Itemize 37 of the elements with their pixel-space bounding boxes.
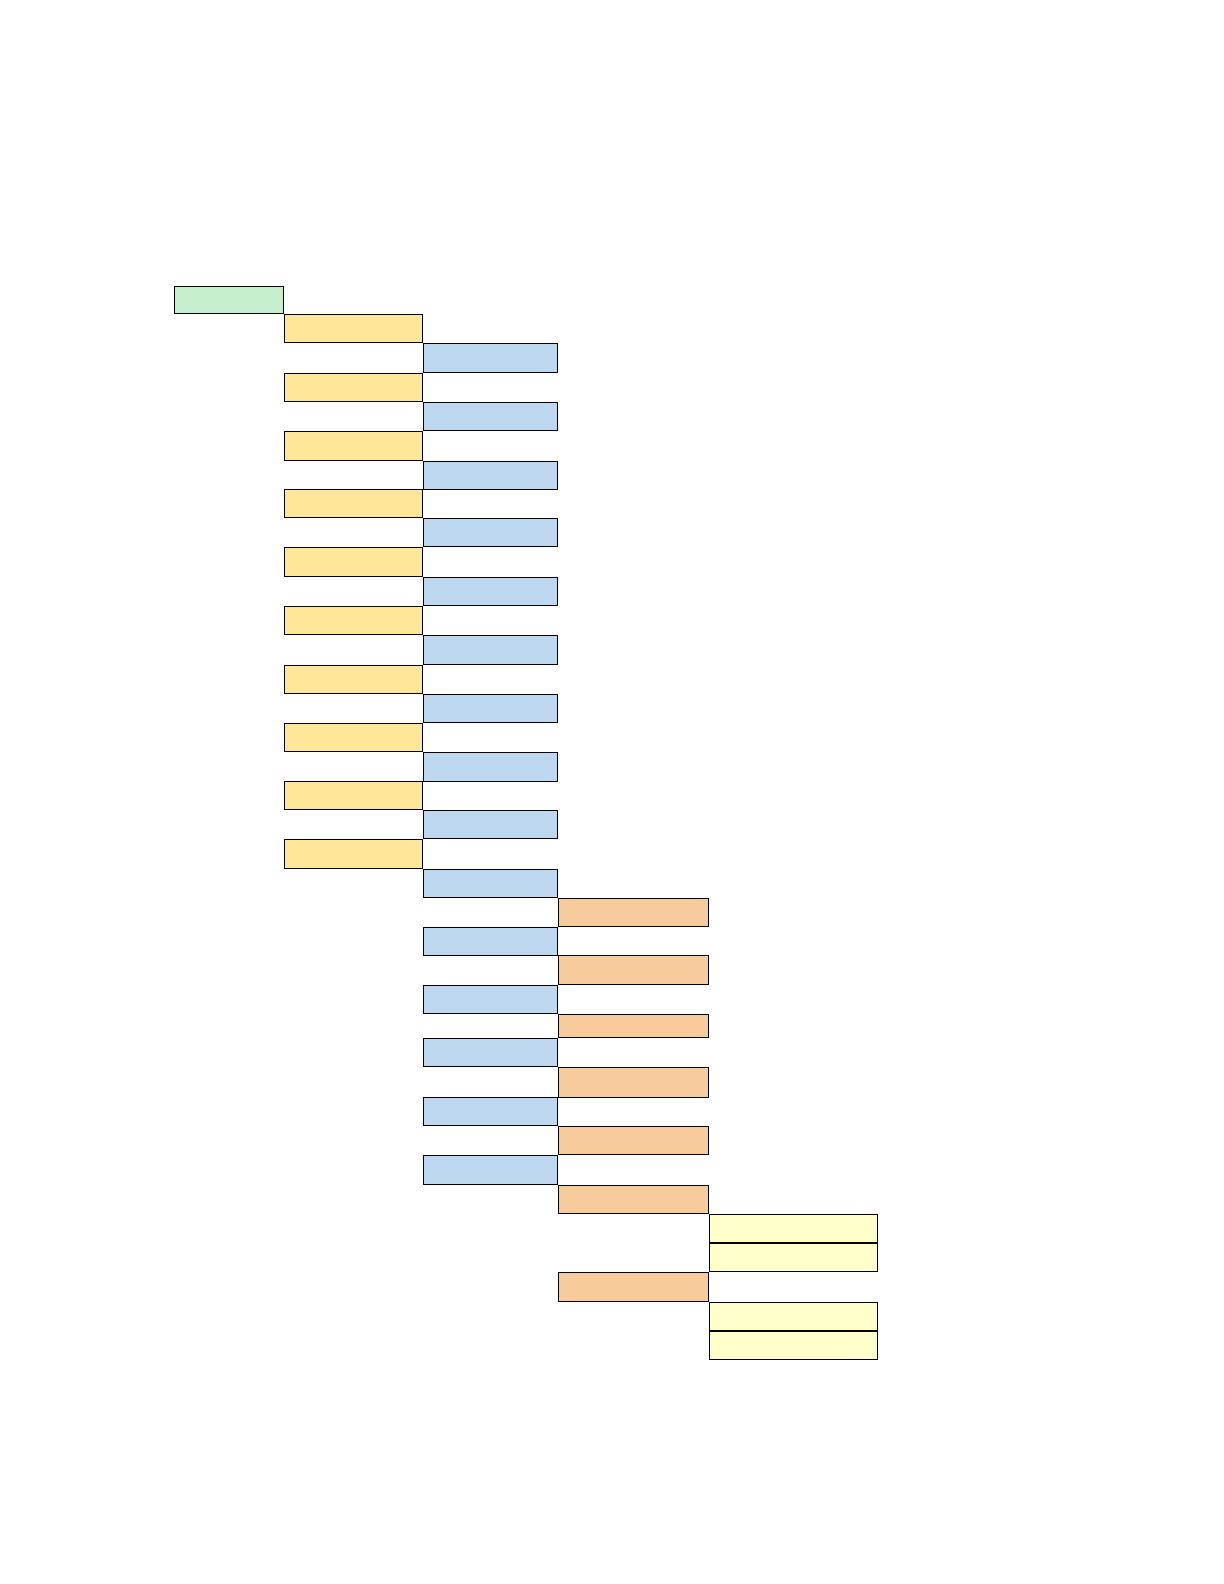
empty-box bbox=[283, 723, 424, 753]
empty-box bbox=[558, 1013, 709, 1039]
empty-box bbox=[708, 1213, 878, 1244]
empty-box bbox=[423, 576, 559, 606]
empty-box bbox=[283, 372, 424, 402]
empty-box bbox=[283, 431, 424, 461]
empty-box bbox=[423, 401, 559, 432]
empty-box bbox=[423, 1096, 559, 1127]
empty-box bbox=[283, 839, 424, 869]
empty-box bbox=[423, 635, 559, 665]
empty-box bbox=[423, 984, 559, 1014]
empty-box bbox=[558, 1272, 709, 1302]
empty-box bbox=[423, 1038, 559, 1068]
empty-box bbox=[423, 809, 559, 840]
empty-box bbox=[558, 1126, 709, 1156]
empty-box bbox=[283, 664, 424, 694]
empty-box bbox=[558, 1184, 709, 1214]
empty-box bbox=[283, 780, 424, 810]
empty-box bbox=[708, 1243, 878, 1273]
empty-box bbox=[423, 343, 559, 373]
empty-box bbox=[558, 955, 709, 985]
empty-box bbox=[283, 314, 424, 344]
empty-box bbox=[283, 605, 424, 636]
empty-box bbox=[283, 547, 424, 577]
empty-box bbox=[173, 285, 284, 315]
empty-box bbox=[423, 460, 559, 490]
empty-box bbox=[708, 1301, 878, 1332]
empty-box bbox=[423, 518, 559, 548]
empty-box bbox=[423, 693, 559, 724]
empty-box bbox=[558, 897, 709, 928]
empty-box bbox=[283, 488, 424, 519]
empty-box bbox=[708, 1331, 878, 1361]
empty-box bbox=[423, 752, 559, 782]
empty-box bbox=[423, 868, 559, 898]
empty-box bbox=[423, 927, 559, 957]
empty-box bbox=[558, 1067, 709, 1098]
empty-box bbox=[423, 1155, 559, 1185]
